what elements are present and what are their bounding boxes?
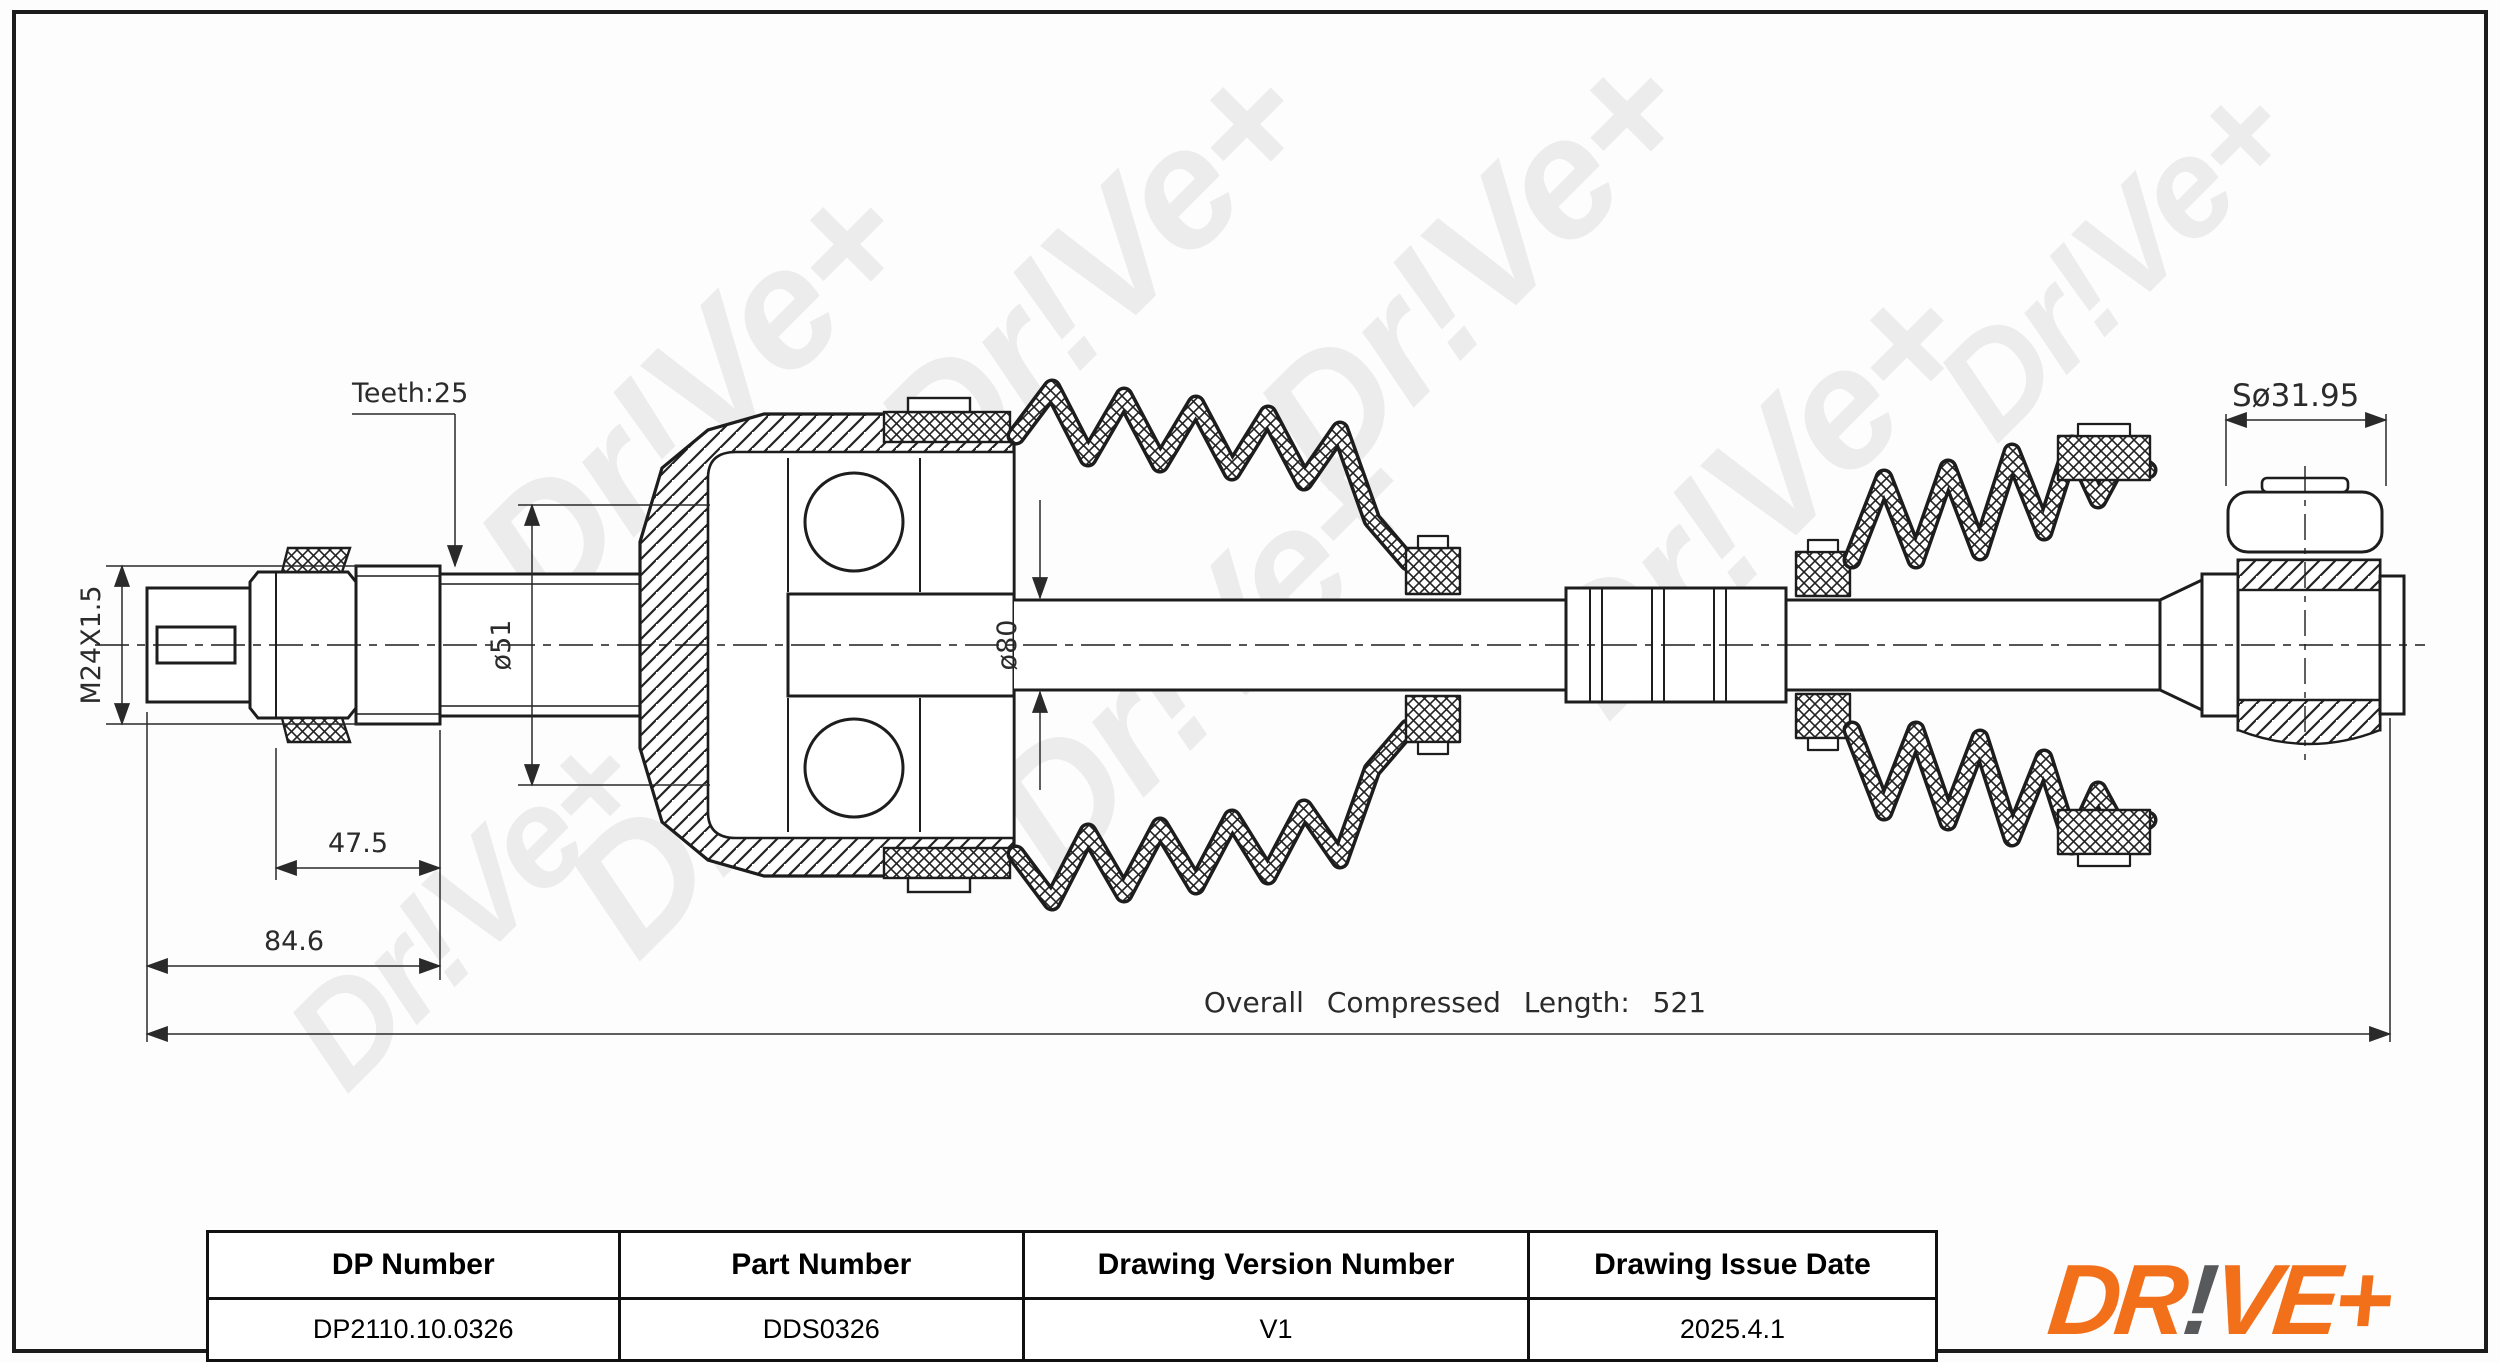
title-block-header-dp-number: DP Number <box>206 1230 621 1300</box>
thread-spec-label: M24X1.5 <box>76 585 107 704</box>
title-block-header-issue-date: Drawing Issue Date <box>1526 1230 1939 1300</box>
title-block-header-part-number: Part Number <box>617 1230 1026 1300</box>
overall-length-label: Overall Compressed Length: 521 <box>1204 986 1706 1019</box>
dim-teeth: Teeth:25 <box>351 378 468 568</box>
dim-stub-length: 84.6 <box>145 712 442 1042</box>
dim-joint-bore: ø51 <box>486 503 710 787</box>
ball-diameter-label: Sø31.95 <box>2232 378 2359 414</box>
teeth-label: Teeth:25 <box>351 378 468 409</box>
title-block-value-drawing-version: V1 <box>1022 1297 1530 1362</box>
left-boot <box>1006 378 1462 912</box>
title-block-value-row: DP2110.10.0326 DDS0326 V1 2025.4.1 <box>206 1297 1939 1362</box>
title-block-value-dp-number: DP2110.10.0326 <box>206 1297 621 1362</box>
dim-shaft-diameter: ø80 <box>992 500 1049 790</box>
title-block-value-part-number: DDS0326 <box>617 1297 1026 1362</box>
bearing-ball <box>803 471 905 573</box>
title-block: DP Number Part Number Drawing Version Nu… <box>206 1230 1939 1362</box>
right-boot <box>1794 422 2158 868</box>
title-block-header-drawing-version: Drawing Version Number <box>1022 1230 1530 1300</box>
dim-thread-length: 47.5 <box>274 730 442 980</box>
outer-cv-joint <box>2158 466 2406 760</box>
brand-logo-text: DR <box>2043 1243 2188 1356</box>
title-block-header-row: DP Number Part Number Drawing Version Nu… <box>206 1230 1939 1300</box>
stub-length-label: 84.6 <box>264 926 324 957</box>
thread-length-label: 47.5 <box>328 828 388 859</box>
bearing-ball <box>803 717 905 819</box>
brand-logo: DR ! VE+ <box>1952 1244 2484 1356</box>
dimensions: M24X1.5 Teeth:25 ø51 ø80 <box>76 378 2392 1043</box>
dim-overall-length: Overall Compressed Length: 521 <box>145 718 2392 1043</box>
shaft-diameter-label: ø80 <box>992 620 1023 671</box>
title-block-value-issue-date: 2025.4.1 <box>1526 1297 1939 1362</box>
brand-logo-text: VE+ <box>2207 1243 2393 1356</box>
dim-thread-spec: M24X1.5 <box>76 564 360 726</box>
dim-ball-diameter: Sø31.95 <box>2224 378 2388 486</box>
joint-bore-label: ø51 <box>486 620 517 671</box>
